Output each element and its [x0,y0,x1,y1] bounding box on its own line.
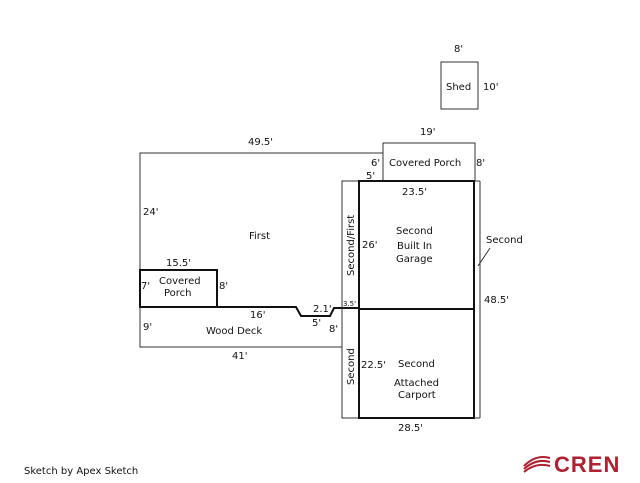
deck-bottom-label: 41' [232,351,247,362]
carport-name-3: Carport [398,390,436,401]
deck-name-label: Wood Deck [206,326,262,337]
sketch-credit: Sketch by Apex Sketch [24,466,139,477]
porch-top-left-label: 6' [371,158,380,169]
porch-left-name-2: Porch [164,288,192,299]
right-depth-label: 48.5' [484,295,509,306]
garage-width-label: 23.5' [402,187,427,198]
shed-outline [440,61,479,110]
small-5-label: 5' [366,171,375,182]
garage-depth-label: 26' [362,240,377,251]
cren-swoosh-icon [523,456,551,473]
step-top-label: 2.1' [313,304,332,315]
deck-right-label: 8' [329,324,338,335]
cren-logo: CREN [522,452,640,478]
covered-porch-left-outline [139,269,218,308]
second-pointer [477,247,491,267]
second-right-label: Second [486,235,523,246]
shed-name-label: Shed [446,82,471,93]
bottom-width-label: 28.5' [398,423,423,434]
garage-name-1: Second [396,226,433,237]
garage-name-2: Built In [397,241,432,252]
first-top-label: 49.5' [248,137,273,148]
first-name-label: First [249,231,270,242]
garage-carport-outline [358,180,475,419]
porch-left-depth-label: 7' [141,281,150,292]
deck-top-wall [217,306,359,317]
carport-name-1: Second [398,359,435,370]
second-first-label: Second/First [346,215,357,276]
deck-depth-label: 9' [143,322,152,333]
shed-depth-label: 10' [483,82,498,93]
wood-deck-outline [139,307,342,348]
porch-top-width-label: 19' [420,127,435,138]
first-floor-outline [139,152,383,270]
porch-left-name-1: Covered [159,276,201,287]
shed-width-label: 8' [454,44,463,55]
porch-left-right-label: 8' [219,281,228,292]
garage-name-3: Garage [396,254,433,265]
cren-logo-text: CREN [554,452,621,477]
narrow-width-label: 3.5' [343,300,356,308]
carport-name-2: Attached [394,378,439,389]
porch-top-name-label: Covered Porch [389,158,461,169]
porch-left-width-label: 15.5' [166,258,191,269]
step-bottom-label: 5' [312,318,321,329]
carport-depth-label: 22.5' [361,360,386,371]
porch-top-right-label: 8' [476,158,485,169]
deck-top-label: 16' [250,310,265,321]
first-side-label: 24' [143,207,158,218]
second-lower-label: Second [346,348,357,385]
